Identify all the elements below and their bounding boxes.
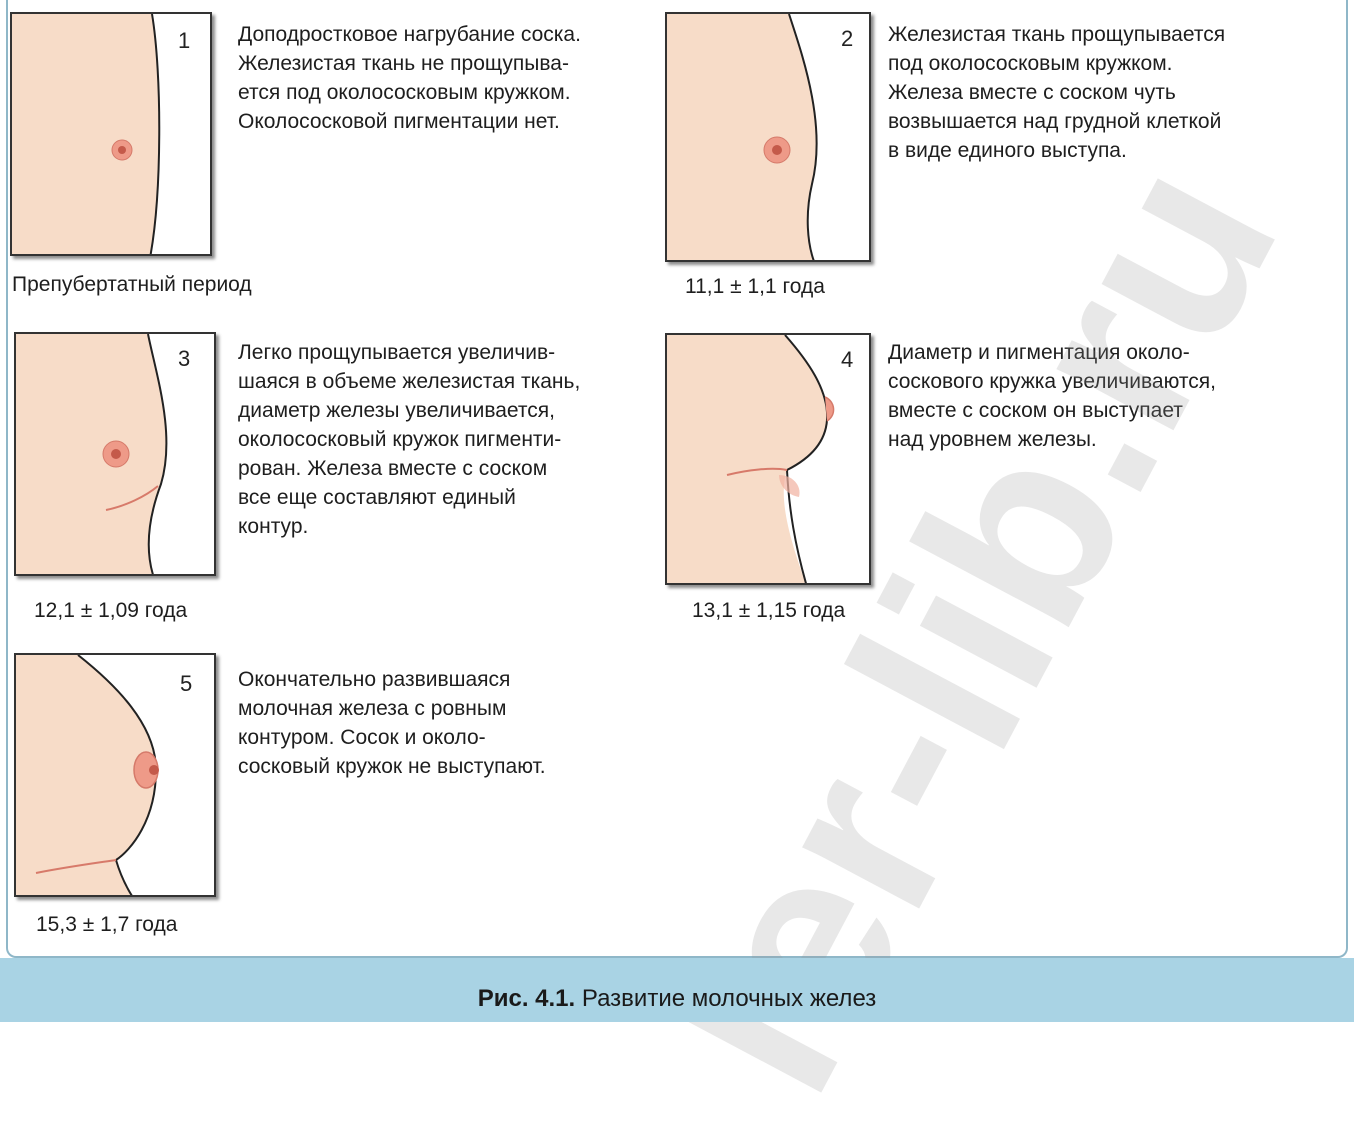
stage-4-age: 13,1 ± 1,15 года (692, 599, 845, 623)
stage-5-illustration: 5 (14, 653, 216, 897)
figure-caption: Рис. 4.1. Развитие молочных желез (0, 985, 1354, 1013)
stage-4-description: Диаметр и пигментация около- соскового к… (888, 338, 1216, 454)
stage-5-number: 5 (180, 671, 192, 697)
stage-4-illustration: 4 (665, 333, 871, 585)
stage-1-age: Препубертатный период (12, 273, 252, 297)
stage-4-number: 4 (841, 347, 853, 373)
stage-1-illustration: 1 (10, 12, 212, 256)
stage-2-number: 2 (841, 26, 853, 52)
stage-2-description: Железистая ткань прощупывается под около… (888, 20, 1225, 165)
stage-3-illustration: 3 (14, 332, 216, 576)
caption-text: Развитие молочных желез (582, 985, 876, 1012)
stage-2-illustration: 2 (665, 12, 871, 262)
stage-1-description: Доподростковое нагрубание соска. Железис… (238, 20, 581, 136)
stage-3-age: 12,1 ± 1,09 года (34, 599, 187, 623)
stage-1-number: 1 (178, 28, 190, 54)
stage-5-age: 15,3 ± 1,7 года (36, 913, 177, 937)
stage-5-description: Окончательно развившаяся молочная железа… (238, 665, 546, 781)
stage-2-age: 11,1 ± 1,1 года (685, 275, 825, 299)
caption-label: Рис. 4.1. (478, 985, 575, 1012)
stage-3-description: Легко прощупывается увеличив- шаяся в об… (238, 338, 580, 541)
stage-3-number: 3 (178, 346, 190, 372)
